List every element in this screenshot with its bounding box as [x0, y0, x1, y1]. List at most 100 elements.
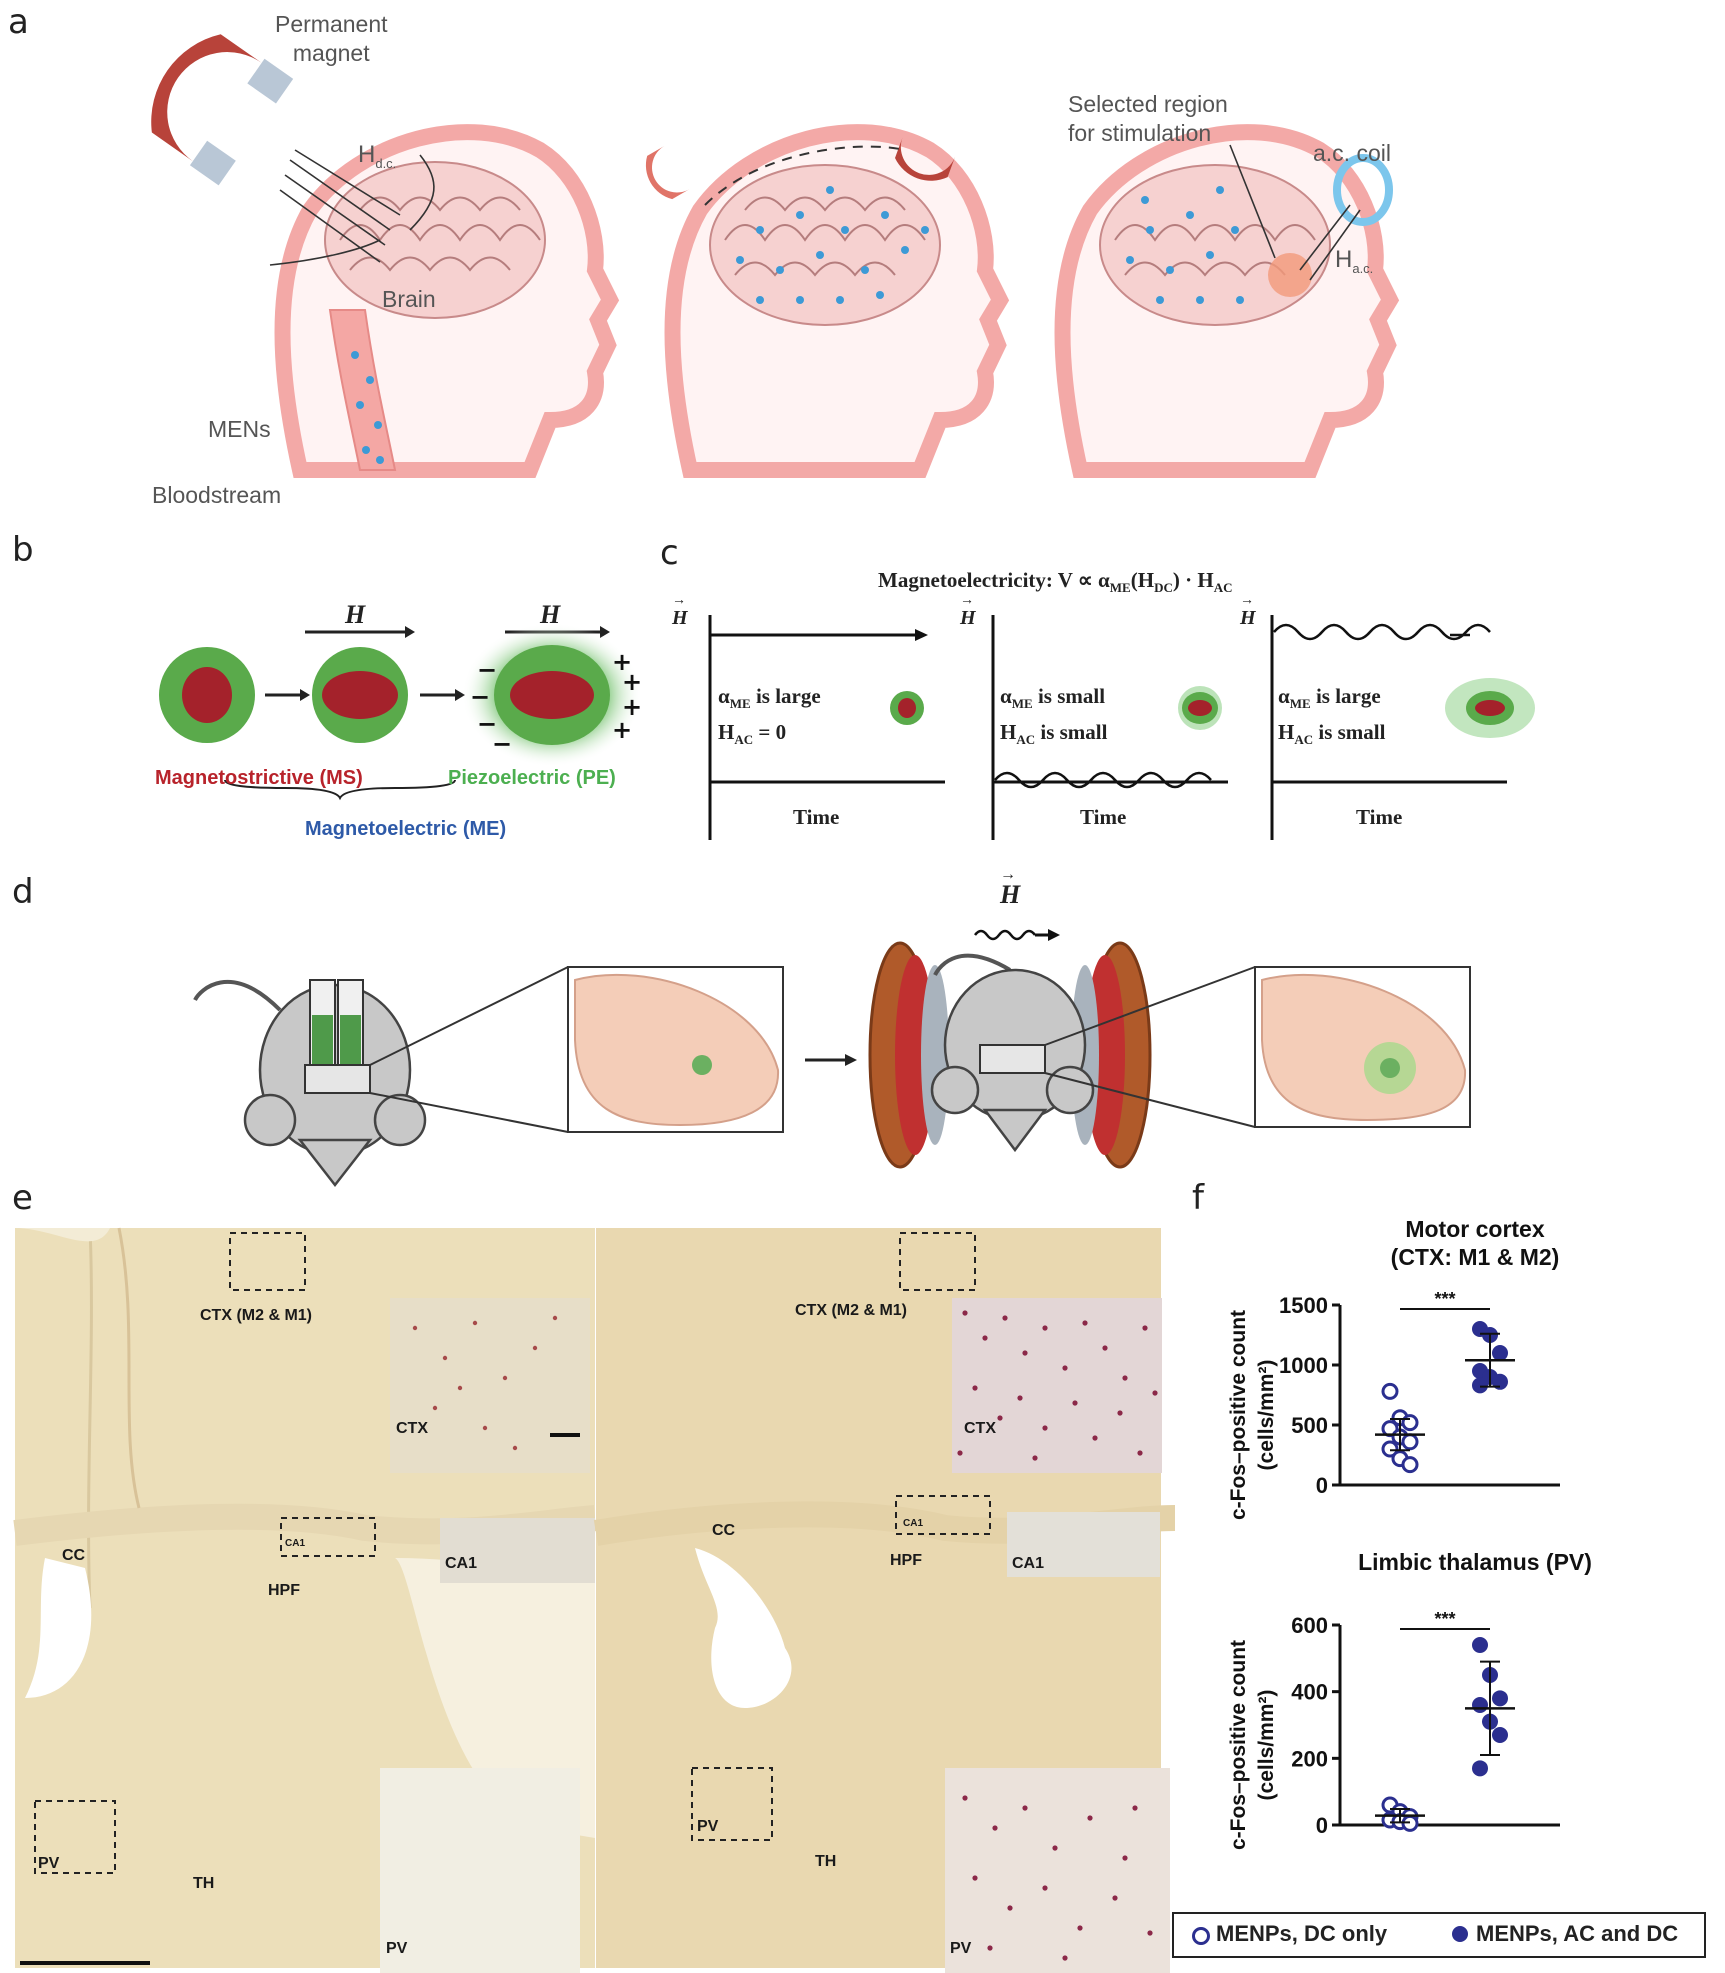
chart-title: Limbic thalamus (PV): [1358, 1549, 1592, 1575]
svg-text:−: −: [477, 710, 497, 738]
e-right-hpf: HPF: [890, 1552, 922, 1569]
svg-text:−: −: [492, 730, 512, 758]
particle-2-core: [322, 671, 398, 719]
e-right-th: TH: [815, 1853, 837, 1870]
y-tick-label: 500: [1291, 1413, 1328, 1438]
ac-coil-label: a.c. coil: [1313, 140, 1391, 166]
data-point-ac-dc: [1472, 1637, 1488, 1653]
e-left-ctx-inset: CTX: [396, 1420, 428, 1437]
significance-label: ***: [1434, 1609, 1455, 1629]
data-point-ac-dc: [1472, 1760, 1488, 1777]
data-point-ac-dc: [1492, 1727, 1508, 1743]
data-point-ac-dc: [1472, 1697, 1488, 1713]
chart-title: (CTX: M1 & M2): [1391, 1244, 1560, 1270]
particle-1-core: [182, 667, 232, 723]
e-left-ctx: CTX (M2 & M1): [200, 1307, 312, 1324]
y-axis-label: c-Fos–positive count: [1227, 1310, 1250, 1520]
panel-b-illustration: −−−− ++++: [159, 623, 642, 801]
c-h-axis-2: →H: [960, 593, 976, 629]
e-right-pv-box: PV: [697, 1818, 719, 1835]
svg-text:+: +: [612, 716, 632, 744]
e-right-cc: CC: [712, 1522, 736, 1539]
c-sub3-text: αME is large HAC is small: [1278, 684, 1386, 748]
e-left-cc: CC: [62, 1547, 86, 1564]
e-left-ca1-box: CA1: [285, 1538, 306, 1549]
e-right-ca1-box: CA1: [903, 1518, 924, 1529]
data-point-dc-only: [1381, 1382, 1399, 1400]
mens-label: MENs: [208, 416, 271, 442]
stimulation-region: [1268, 253, 1312, 297]
data-point-ac-dc: [1472, 1377, 1488, 1394]
y-axis-label: (cells/mm²): [1255, 1360, 1278, 1471]
significance-label: ***: [1434, 1289, 1455, 1309]
f-legend: MENPs, DC only MENPs, AC and DC: [1172, 1912, 1706, 1958]
panel-c-plots: [708, 615, 1535, 840]
e-left-th: TH: [193, 1875, 215, 1892]
c-sub1-text: αME is large HAC = 0: [718, 684, 821, 748]
y-axis-label: (cells/mm²): [1255, 1690, 1278, 1801]
e-left-pv-box: PV: [38, 1855, 60, 1872]
selected-region-label: Selected region for stimulation: [1068, 91, 1228, 146]
e-right-ca1-inset: CA1: [1012, 1555, 1045, 1572]
bloodstream-label: Bloodstream: [152, 482, 282, 508]
head-1: [151, 34, 620, 478]
e-right-pv-inset: PV: [950, 1940, 972, 1957]
legend-item-dc-only: MENPs, DC only: [1216, 1921, 1388, 1946]
me-label: Magnetoelectric (ME): [305, 818, 507, 840]
svg-text:+: +: [622, 668, 642, 696]
d-h-label: →H: [1000, 866, 1021, 909]
panel-label-e: e: [12, 1178, 33, 1218]
e-left-ca1-inset: CA1: [445, 1555, 478, 1572]
data-point-dc-only: [1401, 1433, 1419, 1451]
panel-f-charts: Motor cortex(CTX: M1 & M2)c-Fos–positive…: [1227, 1216, 1592, 1850]
data-point-dc-only: [1401, 1456, 1419, 1474]
panel-label-b: b: [12, 530, 34, 570]
ac-coil-icon: [1333, 154, 1393, 226]
e-left-hpf: HPF: [268, 1582, 300, 1599]
y-tick-label: 0: [1316, 1473, 1328, 1498]
head-3: [1054, 124, 1400, 478]
e-right-ctx: CTX (M2 & M1): [795, 1302, 907, 1319]
b-h-label-1: H: [345, 600, 366, 629]
c-time-1: Time: [793, 805, 840, 829]
data-point-ac-dc: [1492, 1690, 1508, 1707]
data-point-ac-dc: [1492, 1345, 1508, 1361]
c-title: Magnetoelectricity: V ∝ αME(HDC) · HAC: [878, 568, 1233, 596]
y-tick-label: 600: [1291, 1613, 1328, 1638]
c-h-axis-3: →H: [1240, 593, 1256, 629]
c-sub2-text: αME is small HAC is small: [1000, 684, 1108, 748]
y-tick-label: 200: [1291, 1746, 1328, 1771]
brain-2: [709, 164, 941, 326]
e-left-pv-inset: PV: [386, 1940, 408, 1957]
panel-e-overlay: [13, 1227, 1176, 1973]
data-point-dc-only: [1401, 1414, 1419, 1432]
y-tick-label: 1000: [1279, 1353, 1328, 1378]
c-time-2: Time: [1080, 805, 1127, 829]
y-tick-label: 1500: [1279, 1293, 1328, 1318]
y-tick-label: 0: [1316, 1813, 1328, 1838]
brain-label: Brain: [382, 286, 436, 312]
panel-label-d: d: [12, 872, 34, 912]
particle-3-core: [510, 671, 594, 719]
permanent-magnet-label: Permanent magnet: [275, 11, 388, 66]
svg-text:−: −: [470, 683, 490, 711]
c-time-3: Time: [1356, 805, 1403, 829]
legend-open-dot-icon: [1192, 1927, 1210, 1945]
panel-label-c: c: [660, 533, 679, 573]
panel-label-f: f: [1192, 1178, 1204, 1218]
svg-text:+: +: [612, 648, 632, 676]
svg-text:+: +: [622, 693, 642, 721]
data-point-dc-only: [1381, 1440, 1399, 1458]
legend-item-ac-dc: MENPs, AC and DC: [1476, 1921, 1679, 1946]
pe-label: Piezoelectric (PE): [448, 767, 616, 789]
head-2: [645, 124, 1010, 478]
legend-filled-dot-icon: [1452, 1926, 1468, 1942]
panel-a-illustration: [151, 34, 1400, 478]
y-axis-label: c-Fos–positive count: [1227, 1640, 1250, 1850]
magnet-left: [645, 145, 690, 200]
b-h-label-2: H: [540, 600, 561, 629]
panel-label-a: a: [8, 2, 29, 42]
panel-d-illustration: [193, 929, 1471, 1188]
e-right-ctx-inset: CTX: [964, 1420, 996, 1437]
y-tick-label: 400: [1291, 1680, 1328, 1705]
